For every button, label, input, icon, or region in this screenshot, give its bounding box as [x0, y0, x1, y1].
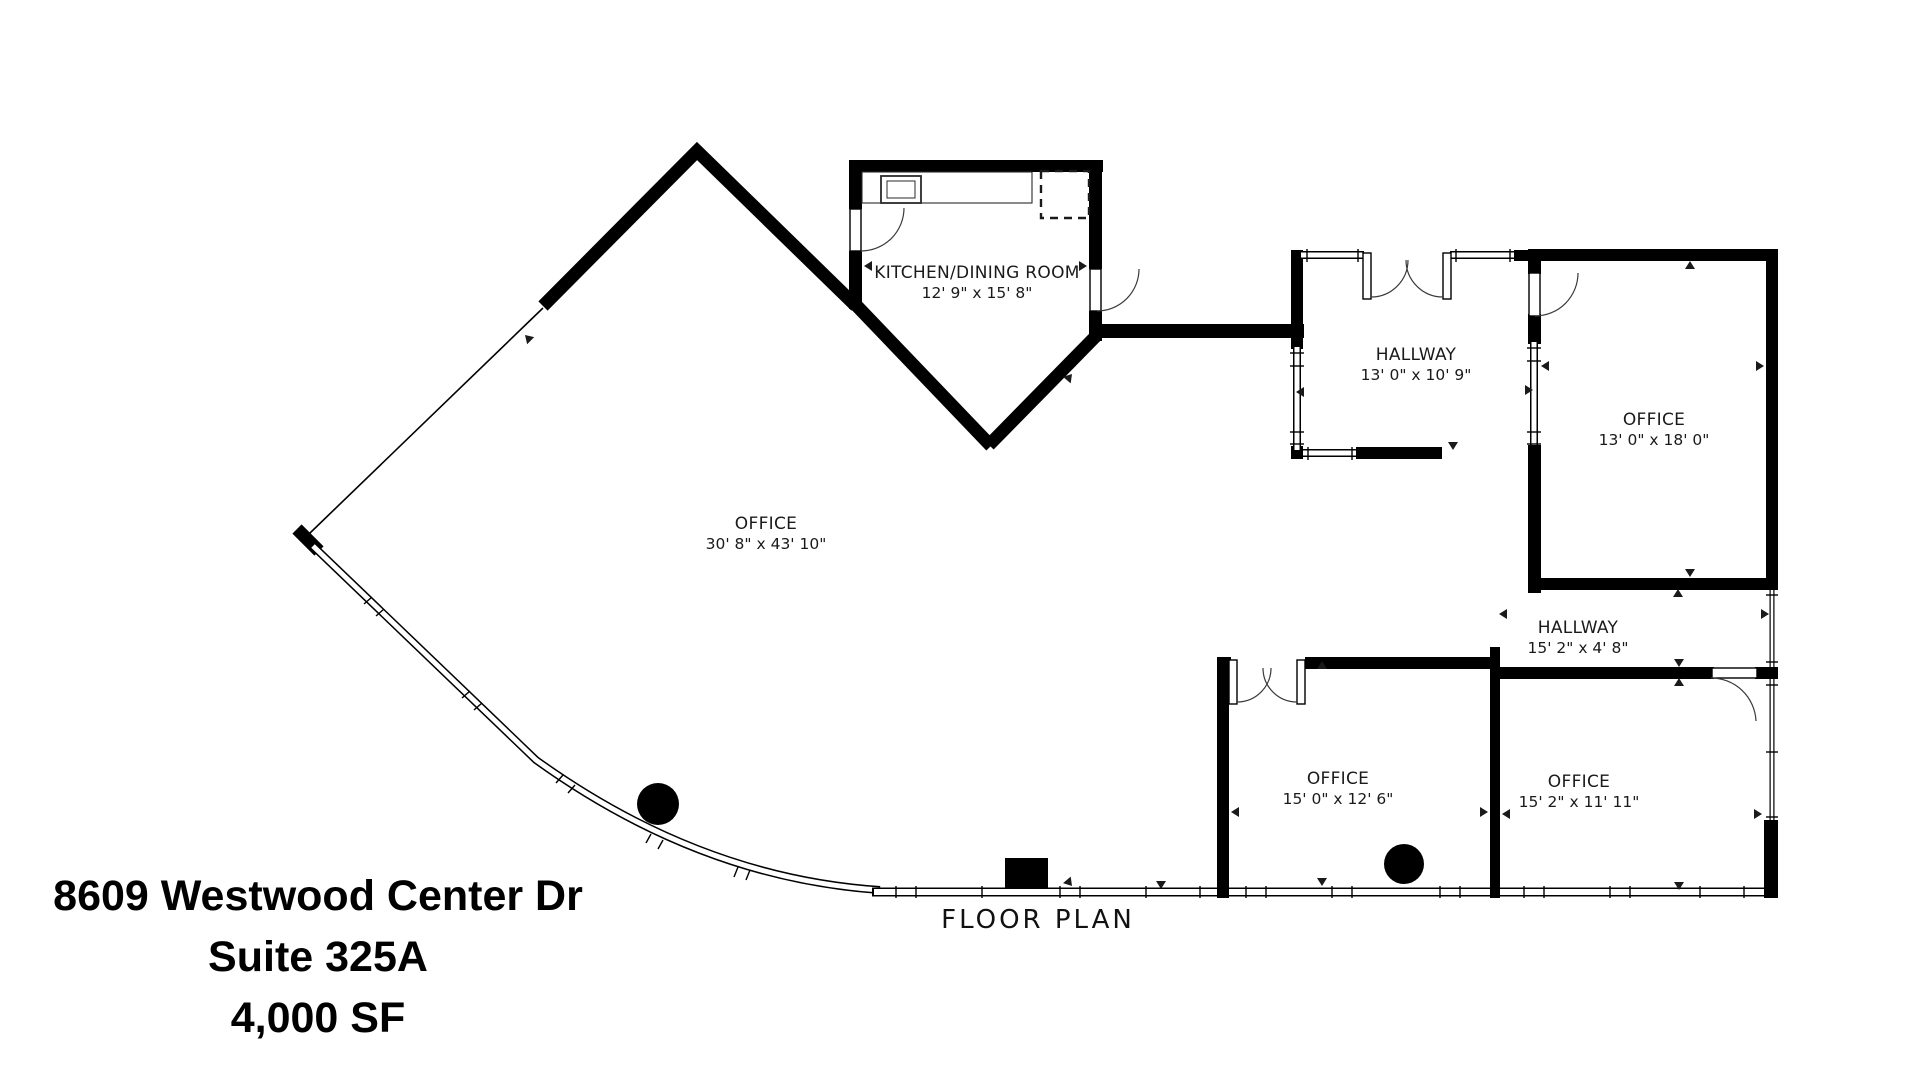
- door-swing: [1370, 259, 1409, 298]
- room-name: OFFICE: [1622, 410, 1686, 430]
- room-dims: 30' 8" x 43' 10": [705, 535, 827, 553]
- door-swing: [1710, 677, 1757, 722]
- office-15x12-walls: [1217, 647, 1500, 898]
- suite-line: Suite 325A: [208, 933, 428, 981]
- column-marker: [637, 783, 679, 825]
- room-label-office-13x18: OFFICE 13' 0" x 18' 0": [1599, 410, 1710, 450]
- room-name: OFFICE: [1547, 772, 1611, 792]
- kitchen-right-door: [1089, 268, 1140, 312]
- room-label-hallway: HALLWAY 13' 0" x 10' 9": [1361, 345, 1472, 385]
- door-swing: [860, 207, 905, 252]
- door-swing: [1236, 667, 1272, 703]
- column-marker: [1384, 844, 1424, 884]
- door-swing: [1405, 259, 1444, 298]
- area-line: 4,000 SF: [230, 994, 406, 1042]
- storefront-window-wall: [872, 858, 1778, 898]
- dimension-arrows: [525, 261, 1769, 890]
- door-swing: [1096, 268, 1140, 312]
- refrigerator-icon: [1039, 169, 1091, 220]
- curved-window-wall: [310, 543, 881, 894]
- address-line: 8609 Westwood Center Dr: [53, 872, 583, 920]
- room-label-big-office: OFFICE 30' 8" x 43' 10": [706, 514, 827, 554]
- door-swing: [1534, 272, 1579, 317]
- room-label-hallway-strip: HALLWAY 15' 2" x 4' 8": [1528, 618, 1629, 658]
- room-dims: 12' 9" x 15' 8": [921, 284, 1033, 302]
- big-office-walls: [292, 141, 861, 556]
- room-label-kitchen: KITCHEN/DINING ROOM 12' 9" x 15' 8": [874, 263, 1079, 303]
- office-15x11-door: [1710, 667, 1758, 722]
- kitchen-counter-icon: [861, 171, 1033, 204]
- hallway-strip-walls: [1499, 590, 1778, 679]
- room-dims: 15' 0" x 12' 6": [1282, 790, 1394, 808]
- room-dims: 13' 0" x 18' 0": [1598, 431, 1710, 449]
- address-title: 8609 Westwood Center Dr Suite 325A 4,000…: [53, 866, 583, 1049]
- room-name: HALLWAY: [1537, 618, 1619, 638]
- room-dims: 15' 2" x 4' 8": [1527, 639, 1629, 657]
- corridor-wall: [1089, 324, 1304, 338]
- hallway-double-door: [1362, 252, 1452, 300]
- room-name: OFFICE: [734, 514, 798, 534]
- office-13x18-door: [1528, 272, 1579, 317]
- floor-plan-caption: FLOOR PLAN: [941, 905, 1135, 935]
- room-label-office-15x12: OFFICE 15' 0" x 12' 6": [1283, 769, 1394, 809]
- room-dims: 13' 0" x 10' 9": [1360, 366, 1472, 384]
- office-13x18-walls: [1527, 249, 1778, 593]
- entry-marker: [1005, 858, 1048, 889]
- hallway-walls: [1290, 249, 1530, 460]
- office-15x12-double-door: [1228, 659, 1306, 705]
- door-swing: [1262, 667, 1298, 703]
- office-15x11-walls: [1764, 679, 1778, 898]
- kitchen-left-door: [849, 207, 905, 252]
- room-dims: 15' 2" x 11' 11": [1518, 793, 1640, 811]
- room-label-office-15x11: OFFICE 15' 2" x 11' 11": [1519, 772, 1640, 812]
- room-name: KITCHEN/DINING ROOM: [874, 263, 1080, 283]
- room-name: OFFICE: [1306, 769, 1370, 789]
- room-name: HALLWAY: [1375, 345, 1457, 365]
